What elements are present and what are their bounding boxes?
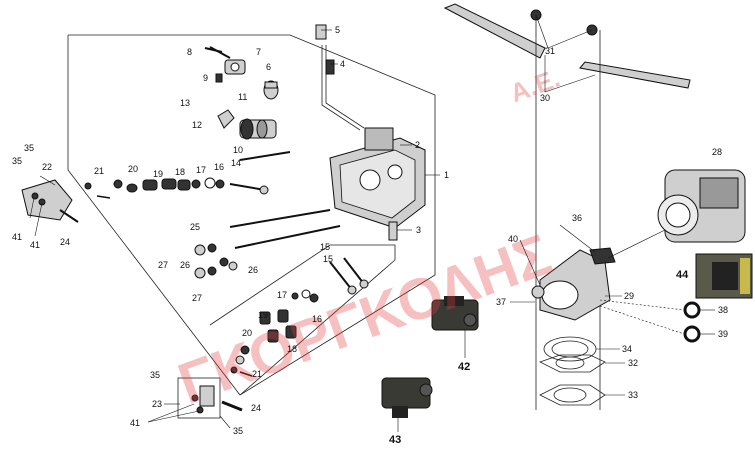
callout-25: 25: [190, 222, 200, 232]
callout-39: 39: [718, 329, 728, 339]
valve-components-upper: [84, 177, 269, 199]
callout-17b: 17: [277, 290, 287, 300]
callout-33: 33: [628, 390, 638, 400]
o-ring-38: [683, 301, 701, 319]
callout-31: 31: [545, 46, 555, 56]
callout-4: 4: [340, 59, 345, 69]
gasket-33: [539, 384, 606, 406]
callout-27a: 27: [158, 260, 168, 270]
valve-subframe: [209, 244, 396, 396]
callout-19b: 19: [258, 310, 268, 320]
callout-11: 11: [238, 92, 247, 102]
sensor-9: [215, 73, 223, 83]
callout-43: 43: [389, 434, 401, 446]
callout-3: 3: [416, 225, 421, 235]
callout-26b: 26: [248, 265, 258, 275]
callout-7: 7: [256, 47, 261, 57]
callout-17a: 17: [196, 165, 206, 175]
fitting-7: [224, 59, 246, 75]
callout-29: 29: [624, 291, 634, 301]
callout-38: 38: [718, 305, 728, 315]
callout-19a: 19: [153, 169, 163, 179]
sensor-4: [325, 59, 335, 75]
callout-20a: 20: [128, 164, 138, 174]
callout-18a: 18: [175, 167, 185, 177]
callout-22: 22: [42, 162, 52, 172]
leader-lines: [29, 14, 715, 432]
bracket-group-lower: [177, 377, 243, 419]
photo-part-44: [695, 253, 753, 299]
bolt-8: [204, 46, 231, 59]
callout-35a: 35: [24, 143, 34, 153]
callout-30: 30: [540, 93, 550, 103]
callout-5: 5: [335, 25, 340, 35]
washers-26-27: [194, 243, 238, 279]
camshaft-11: [239, 118, 277, 140]
support-brackets-30-31: [443, 3, 691, 410]
callout-35c: 35: [150, 370, 160, 380]
callout-16a: 16: [214, 162, 224, 172]
callout-34: 34: [622, 344, 632, 354]
callout-21a: 21: [94, 166, 104, 176]
sensor-43: [381, 377, 433, 418]
valve-components-lower: [230, 289, 319, 377]
callout-21b: 21: [252, 369, 262, 379]
callout-13: 13: [180, 98, 190, 108]
callout-27b: 27: [192, 293, 202, 303]
callout-41c: 41: [130, 418, 140, 428]
valves-15: [329, 257, 369, 295]
cylinder-head: [321, 45, 426, 229]
callout-24b: 24: [251, 403, 261, 413]
plug-6: [263, 80, 279, 100]
sensor-42: [431, 296, 479, 331]
callout-18b: 18: [287, 344, 297, 354]
callout-37: 37: [496, 297, 506, 307]
callout-32: 32: [628, 358, 638, 368]
callout-8: 8: [187, 47, 192, 57]
callout-2: 2: [415, 140, 420, 150]
callout-14: 14: [231, 158, 241, 168]
callout-15a: 15: [320, 242, 330, 252]
watermark: ΓΚΟΡΓΚΟΛΗΣ Α.Ε.: [170, 63, 564, 417]
callout-42: 42: [458, 361, 470, 373]
callout-40: 40: [508, 234, 518, 244]
bracket-12: [217, 109, 235, 129]
callout-35d: 35: [233, 426, 243, 436]
valve-rod-10: [239, 151, 291, 161]
cylinder-head-frame: [67, 34, 436, 396]
gasket-32: [538, 354, 606, 373]
svg-text:ΓΚΟΡΓΚΟΛΗΣ: ΓΚΟΡΓΚΟΛΗΣ: [170, 222, 560, 417]
callout-28: 28: [712, 147, 722, 157]
callout-15b: 15: [323, 254, 333, 264]
callout-10: 10: [233, 145, 243, 155]
callout-41b: 41: [30, 240, 40, 250]
callout-9: 9: [203, 73, 208, 83]
callout-1: 1: [444, 170, 449, 180]
injector-3: [388, 221, 398, 241]
o-ring-39: [683, 325, 701, 343]
callout-6: 6: [266, 62, 271, 72]
callout-24a: 24: [60, 237, 70, 247]
callout-35b: 35: [12, 156, 22, 166]
callout-labels: 1 2 3 4 5 6 7 8 9 10 11 12 13 14 15 15 1…: [12, 25, 728, 446]
throttle-body-28: [657, 169, 746, 243]
callout-36: 36: [572, 213, 582, 223]
callout-12: 12: [192, 120, 202, 130]
stud-rods-25: [229, 209, 341, 249]
sensor-5: [315, 24, 327, 40]
callout-20b: 20: [242, 328, 252, 338]
callout-44: 44: [676, 269, 689, 281]
callout-23: 23: [152, 399, 162, 409]
callout-26a: 26: [180, 260, 190, 270]
svg-text:Α.Ε.: Α.Ε.: [506, 63, 564, 108]
callout-41a: 41: [12, 232, 22, 242]
callout-16b: 16: [312, 314, 322, 324]
intake-manifold-29: [531, 247, 616, 321]
